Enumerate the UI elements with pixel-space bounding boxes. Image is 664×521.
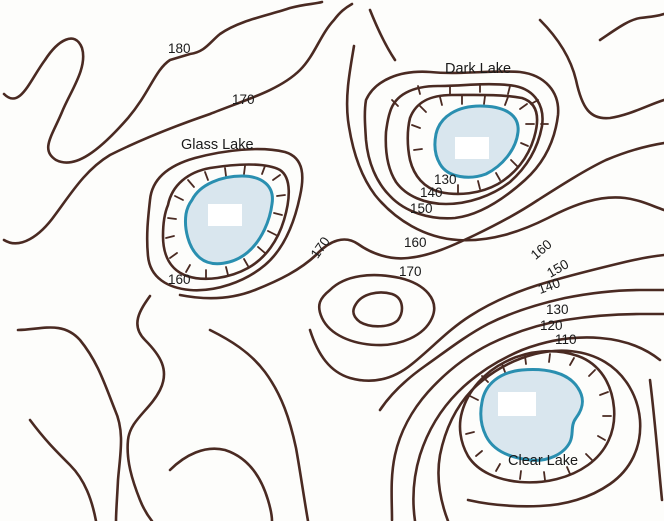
contour-right-top bbox=[598, 12, 664, 42]
clear-lake-label-blank bbox=[498, 392, 536, 416]
lakes bbox=[184, 104, 584, 462]
hachures-glass bbox=[165, 165, 286, 279]
contour-label-170-center: 170 bbox=[399, 264, 422, 279]
contour-label-160-glass: 160 bbox=[168, 272, 191, 287]
contour-label-170-mid: 170 bbox=[308, 234, 333, 261]
contour-bottom-right bbox=[648, 378, 664, 502]
contour-dark-ridge-2 bbox=[368, 8, 664, 120]
lake-names: Glass Lake Dark Lake Clear Lake bbox=[181, 61, 578, 469]
lake-name-clear: Clear Lake bbox=[508, 453, 578, 469]
contour-170-lower bbox=[126, 294, 166, 521]
glass-lake bbox=[184, 174, 274, 266]
contour-bottom-left-3 bbox=[168, 447, 274, 521]
contour-center-170 bbox=[178, 141, 664, 300]
contour-label-130-right: 130 bbox=[546, 302, 569, 317]
contour-label-160-right: 160 bbox=[528, 237, 555, 263]
contour-label-120-right: 120 bbox=[540, 318, 563, 333]
contour-label-140-dark: 140 bbox=[420, 185, 443, 200]
dark-lake-label-blank bbox=[455, 137, 489, 159]
dark-lake bbox=[433, 104, 520, 179]
contour-glass-outer bbox=[145, 147, 304, 292]
contour-bottom-left-4 bbox=[208, 328, 310, 521]
contour-label-180: 180 bbox=[168, 41, 191, 56]
contour-glass-inner bbox=[161, 163, 291, 281]
contour-bottom-left-1 bbox=[16, 326, 123, 521]
depression-hachures bbox=[165, 83, 612, 481]
contour-label-110-right: 110 bbox=[555, 332, 577, 347]
contour-150-right bbox=[378, 288, 664, 412]
glass-lake-label-blank bbox=[208, 204, 242, 226]
contour-160-right bbox=[308, 253, 664, 382]
contour-170-outer bbox=[2, 2, 354, 245]
hachures-dark bbox=[391, 83, 549, 194]
contour-center-island bbox=[352, 291, 404, 328]
contour-dark-130 bbox=[406, 93, 539, 196]
contour-label-170-top: 170 bbox=[232, 92, 255, 107]
contour-center-loop bbox=[317, 273, 436, 347]
contour-130-right bbox=[412, 336, 662, 521]
contour-label-130-dark: 130 bbox=[434, 172, 457, 187]
contour-dark-ridge-1 bbox=[345, 44, 664, 242]
contour-140-right bbox=[390, 312, 664, 521]
contour-label-150-dark: 150 bbox=[410, 201, 433, 216]
clear-lake bbox=[479, 368, 584, 462]
contour-label-160-center: 160 bbox=[404, 235, 427, 250]
contour-labels: 180 170 170 170 160 160 130 140 150 160 … bbox=[168, 41, 577, 347]
lake-name-dark: Dark Lake bbox=[445, 61, 511, 77]
contour-dark-140 bbox=[384, 82, 544, 206]
contour-dark-outer bbox=[363, 70, 560, 220]
contour-120-clear bbox=[437, 349, 642, 521]
contour-110-clear bbox=[458, 349, 616, 484]
contour-bottom-left-2 bbox=[28, 418, 98, 521]
contour-left-outer bbox=[2, 0, 324, 164]
hachures-clear bbox=[465, 353, 612, 481]
lake-name-glass: Glass Lake bbox=[181, 137, 254, 153]
contour-label-140-right: 140 bbox=[536, 275, 562, 297]
